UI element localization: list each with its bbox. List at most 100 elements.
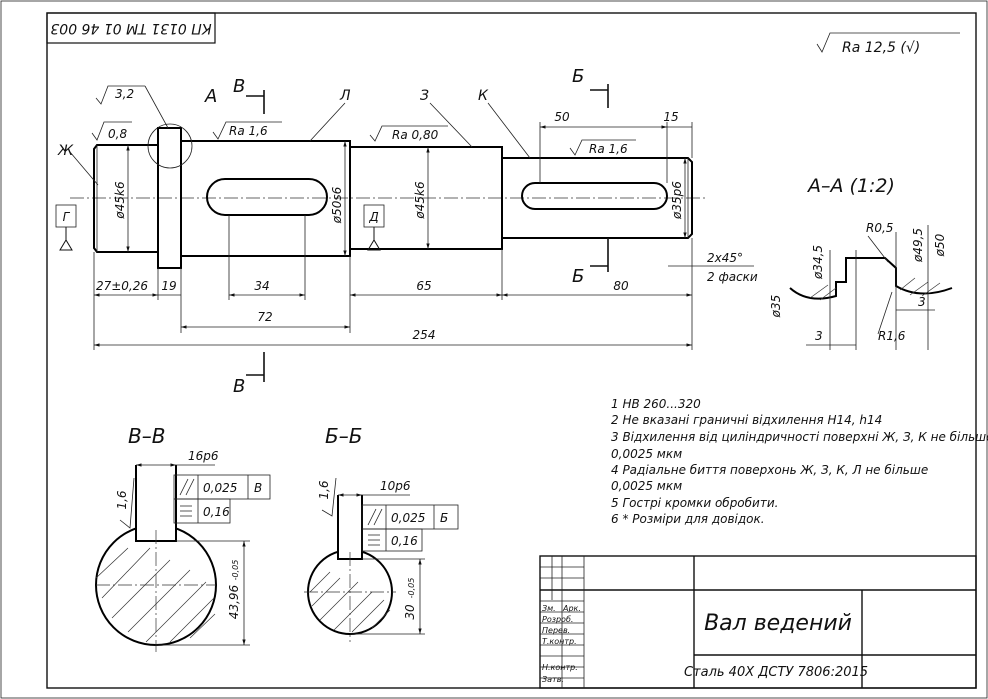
section-mark-v-top: В <box>233 76 245 97</box>
bb-tol1-ref: Б <box>440 511 448 525</box>
aa-r16-leader <box>877 291 893 335</box>
section-bb: Б–Б 10p6 1,6 0,025 Б 0,16 30 -0,05 <box>304 424 459 642</box>
section-aa-extensions <box>829 225 929 350</box>
part-material: Сталь 40Х ДСТУ 7806:2015 <box>684 665 868 680</box>
bb-tol2-frame <box>361 528 423 552</box>
aa-r16: R1,6 <box>878 329 906 343</box>
vv-depth-ext <box>156 540 250 646</box>
leader-k <box>487 102 531 159</box>
part-name: Вал ведений <box>704 611 852 636</box>
note-3-cont: 0,0025 мкм <box>611 447 682 461</box>
tb-row-rozrob: Розроб. <box>542 615 573 624</box>
datum-d: Д <box>368 210 378 224</box>
bb-rough-mark <box>321 477 337 517</box>
technical-notes: 1 НВ 260...320 2 Не вказані граничні від… <box>611 397 988 526</box>
aa-d35: ø35 <box>769 295 783 319</box>
note-2: 2 Не вказані граничні відхилення Н14, h1… <box>611 413 882 427</box>
bb-depth-ext <box>350 558 425 635</box>
rough-mark-08 <box>91 121 132 141</box>
bb-depth-tol: -0,05 <box>407 578 416 599</box>
cut-arrow-b-top <box>590 84 609 108</box>
tb-row-ark: Арк. <box>562 604 581 613</box>
vv-depth: 43,96 <box>227 584 241 619</box>
vv-tol2-frame <box>173 498 231 524</box>
datum-g: Г <box>63 210 71 224</box>
tb-row-tkontr: Т.контр. <box>542 637 577 646</box>
rough-mark-32 <box>95 85 145 105</box>
general-roughness-mark <box>816 32 960 53</box>
tb-col-lines <box>551 556 585 688</box>
rough-ra080: Ra 0,80 <box>392 128 439 142</box>
title-block: Зм. Арк. Розроб. Перев. Т.контр. Н.контр… <box>539 555 977 689</box>
section-aa-hatch <box>809 277 941 301</box>
stamp-box <box>46 12 216 44</box>
dim-50: 50 <box>554 110 570 124</box>
dim-d45b: ø45k6 <box>413 181 427 220</box>
section-bb-title: Б–Б <box>325 424 362 448</box>
rough-ra16b: Ra 1,6 <box>589 142 628 156</box>
dim-80: 80 <box>613 279 629 293</box>
bb-runout-icon <box>367 508 383 526</box>
section-vv: В–В 16p6 1,6 0,025 В 0,16 43,96 -0,05 <box>95 424 271 652</box>
vv-tol1-val: 0,025 <box>203 481 237 495</box>
tb-row-perev: Перев. <box>542 626 570 635</box>
tb-row-nkontr: Н.контр. <box>542 663 578 672</box>
section-vv-keyway-mask <box>136 465 176 540</box>
chamfer-size: 2x45° <box>707 251 743 265</box>
general-roughness: Ra 12,5 (√) <box>842 40 920 56</box>
note-3: 3 Відхилення від циліндричності поверхні… <box>611 430 988 444</box>
note-4-cont: 0,0025 мкм <box>611 479 682 493</box>
dim-d35: ø35p6 <box>670 181 684 220</box>
dim-254: 254 <box>413 328 436 342</box>
vv-runout-icon <box>179 478 195 496</box>
leader-z <box>429 102 473 148</box>
bb-width: 10p6 <box>380 479 411 493</box>
letter-k: К <box>478 88 489 104</box>
note-5: 5 Гострі кромки обробити. <box>611 496 778 510</box>
leader-l <box>309 102 346 142</box>
datum-d-triangle <box>367 227 381 251</box>
chamfer-note: 2 фаски <box>707 270 758 284</box>
rough-mark-ra16b <box>569 139 636 156</box>
aa-r05-leader <box>867 235 889 263</box>
aa-r05: R0,5 <box>866 221 893 235</box>
keyway-large <box>206 178 328 216</box>
vv-rough-mark <box>119 477 135 529</box>
dim-19: 19 <box>161 279 176 293</box>
dim-65: 65 <box>416 279 431 293</box>
dim-34: 34 <box>254 279 269 293</box>
dim-15: 15 <box>663 110 678 124</box>
keyway-small <box>521 182 668 210</box>
vv-tol2-val: 0,16 <box>203 505 230 519</box>
datum-g-triangle <box>59 227 73 251</box>
tb-row-zm: Зм. <box>542 604 556 613</box>
section-aa: А–А (1:2) R0,5 ø34,5 ø49,5 ø50 ø35 3 3 R… <box>769 175 953 350</box>
extension-lines-top <box>539 122 693 183</box>
section-vv-hatch <box>95 547 216 643</box>
section-aa-title: А–А (1:2) <box>806 175 895 197</box>
note-4: 4 Радіальне биття поверхонь Ж, З, К, Л н… <box>611 463 928 477</box>
cut-arrow-b-bottom <box>590 238 609 272</box>
dim-d50: ø50s6 <box>330 186 344 224</box>
bb-depth: 30 <box>403 604 417 620</box>
drawing-frame <box>46 12 977 689</box>
vv-width: 16p6 <box>188 449 219 463</box>
letter-a: А <box>204 86 217 107</box>
rough-ra16a: Ra 1,6 <box>229 124 268 138</box>
rough-mark-ra16a <box>212 121 282 140</box>
vv-tol1-ref: В <box>254 481 262 495</box>
letter-zh: Ж <box>57 143 74 159</box>
section-mark-v-bottom: В <box>233 376 245 397</box>
dim-d45a: ø45k6 <box>113 181 127 220</box>
vv-symmetry-icon <box>180 505 192 517</box>
tb-row-zatv: Затв. <box>542 675 564 684</box>
aa-d495: ø49,5 <box>911 228 925 263</box>
section-bb-keyway-mask <box>338 495 362 559</box>
cut-arrow-v-top <box>246 90 265 114</box>
cut-arrow-v-bottom <box>246 352 265 382</box>
rough-32: 3,2 <box>115 87 134 101</box>
bb-symmetry-icon <box>368 534 380 546</box>
section-mark-b-bottom: Б <box>572 266 584 287</box>
rough-mark-ra080 <box>369 125 448 142</box>
